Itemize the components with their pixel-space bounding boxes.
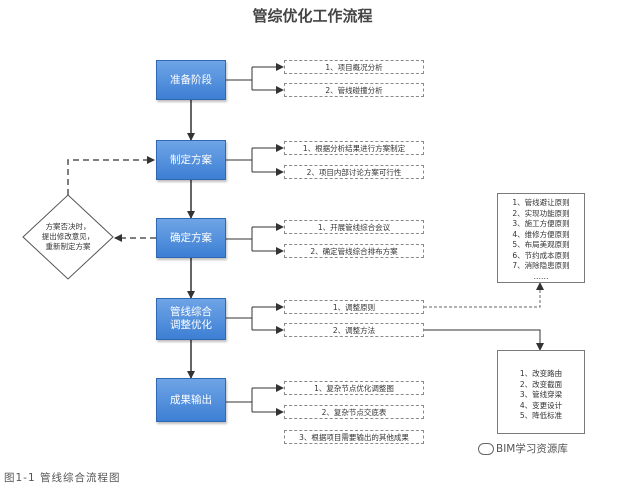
list-item: 7、消除隐患原则 [512, 261, 570, 270]
stage-output: 成果输出 [156, 378, 226, 422]
list-item: 5、降低标准 [519, 411, 563, 420]
sub-item: 2、项目内部讨论方案可行性 [284, 165, 424, 179]
sub-item: 1、复杂节点优化调整图 [284, 381, 424, 395]
sub-item: 2、复杂节点交底表 [284, 405, 424, 419]
branch-stage5 [226, 388, 253, 412]
branch-stage1 [226, 67, 253, 90]
methods-box: 1、改变路由 2、改变截面 3、管线穿梁 4、变更设计 5、降低标准 [497, 350, 585, 434]
list-item: 4、维修方便原则 [512, 229, 570, 239]
branch-stage4 [226, 307, 253, 330]
decision-diamond [22, 194, 114, 280]
sub-item: 1、调整原则 [284, 300, 424, 314]
list-item: 1、改变路由 [519, 369, 563, 378]
diagram-title: 管综优化工作流程 [252, 7, 373, 25]
principles-box: 1、管线避让原则 2、实现功能原则 3、施工方便原则 4、维修方便原则 5、布局… [497, 193, 585, 283]
stage-draft-plan: 制定方案 [156, 140, 226, 180]
stage-label: 准备阶段 [170, 73, 212, 86]
link-principles [424, 282, 544, 308]
stage-label: 成果输出 [170, 393, 212, 406]
stage-label: 管线综合调整优化 [170, 306, 212, 331]
stage-prepare: 准备阶段 [156, 60, 226, 100]
sub-item: 3、根据项目需要输出的其他成果 [284, 430, 424, 444]
branch-stage2 [226, 148, 253, 172]
link-methods [424, 329, 544, 351]
branch-stage3 [226, 227, 253, 251]
list-item: 4、变更设计 [519, 400, 563, 410]
decision-text: 方案否决时， 提出修改意见， 重新制定方案 [41, 222, 95, 251]
stage-confirm-plan: 确定方案 [156, 218, 226, 258]
list-item: 5、布局美观原则 [512, 240, 570, 249]
list-item: 6、节约成本原则 [512, 250, 570, 260]
sub-item: 1、开展管线综合会议 [284, 220, 424, 234]
list-item: 1、管线避让原则 [512, 198, 570, 207]
sub-item: 1、根据分析结果进行方案制定 [284, 141, 424, 155]
list-item: 2、实现功能原则 [512, 208, 570, 218]
stage-optimize: 管线综合调整优化 [156, 298, 226, 340]
list-item: 3、施工方便原则 [512, 219, 570, 228]
sub-item: 2、管线碰撞分析 [284, 83, 424, 97]
stage-label: 确定方案 [170, 231, 212, 244]
list-item: …… [533, 271, 549, 281]
watermark: BIM学习资源库 [478, 441, 568, 456]
list-item: 2、改变截面 [519, 379, 563, 389]
wechat-icon [478, 443, 494, 455]
stage-label: 制定方案 [170, 153, 212, 166]
sub-item: 2、确定管线综合排布方案 [284, 244, 424, 258]
feedback-loop-to-stage2 [67, 156, 155, 195]
sub-item: 2、调整方法 [284, 323, 424, 337]
list-item: 3、管线穿梁 [519, 390, 563, 399]
figure-caption: 图1-1 管线综合流程图 [4, 472, 121, 484]
sub-item: 1、项目概况分析 [284, 60, 424, 74]
